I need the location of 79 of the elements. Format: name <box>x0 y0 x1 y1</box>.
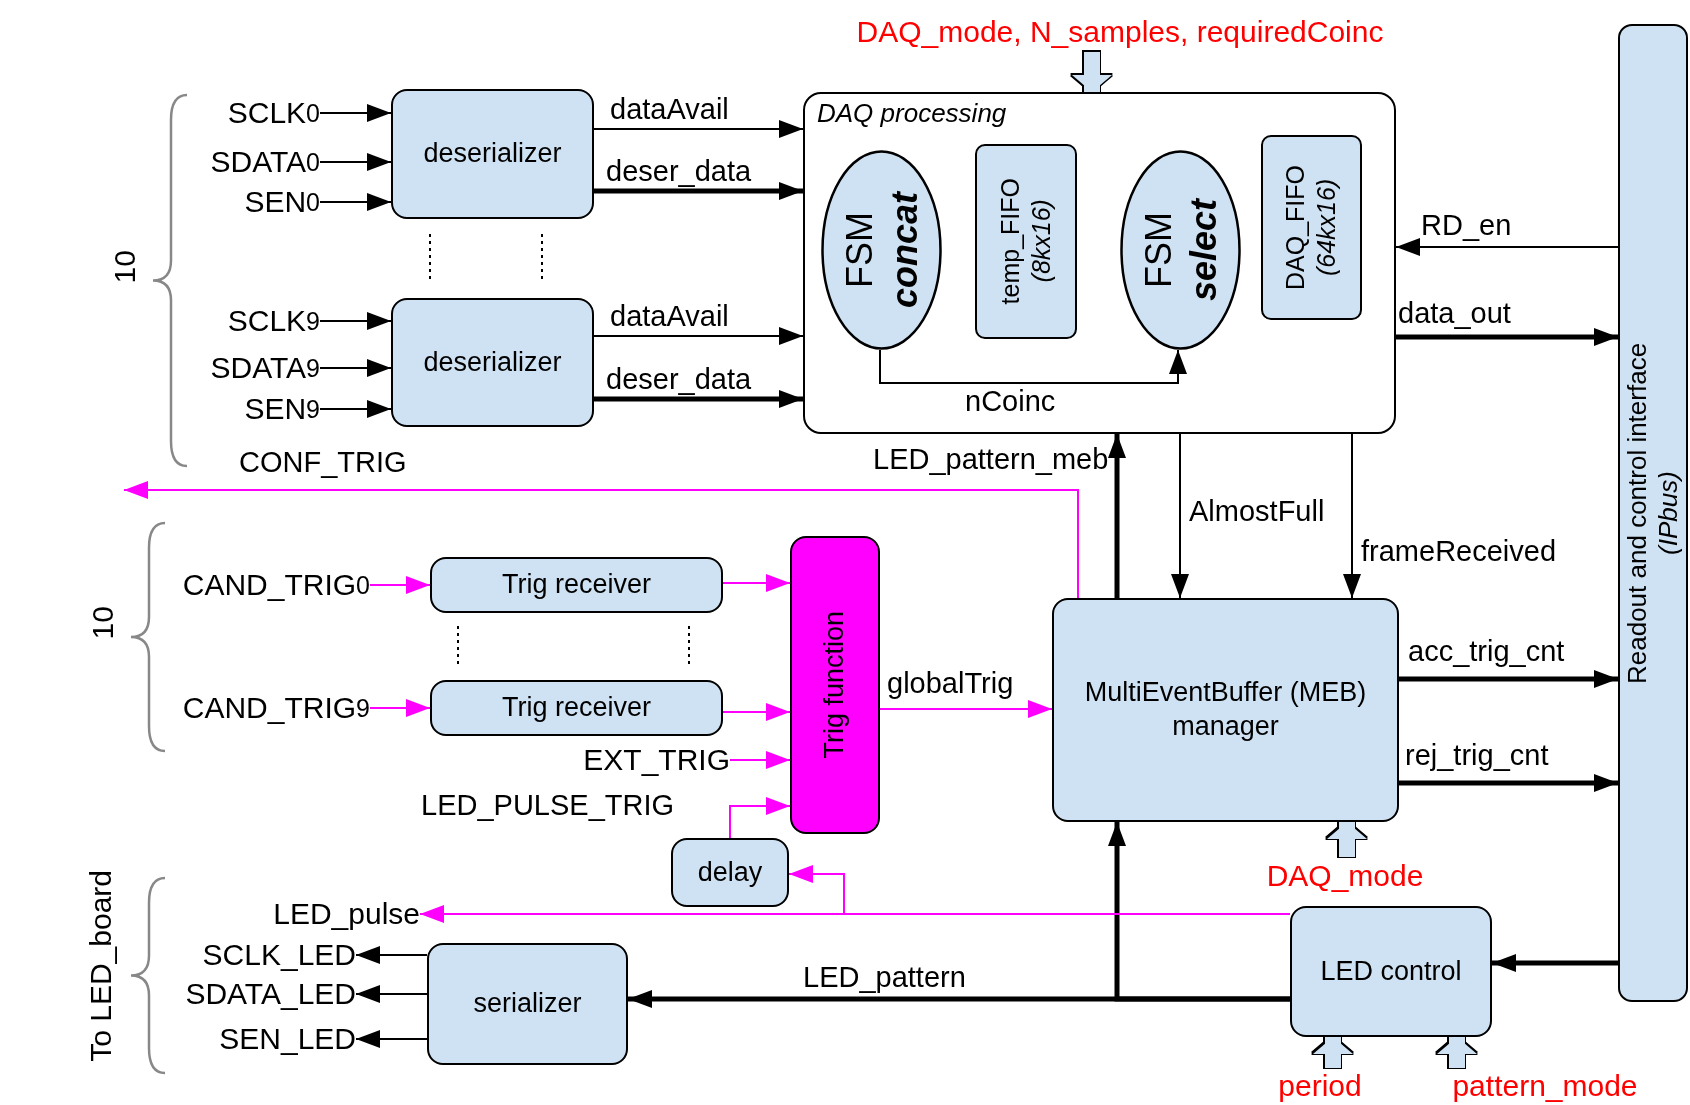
arrow <box>729 751 791 769</box>
parameter-label: DAQ_mode <box>1245 857 1445 895</box>
side-label: To LED_board <box>84 870 117 1062</box>
arrow <box>319 153 392 171</box>
arrow <box>1395 238 1619 256</box>
edge-label: globalTrig <box>887 668 1014 700</box>
signal-label: EXT_TRIG <box>550 741 730 779</box>
arrow <box>722 703 791 721</box>
arrow <box>319 104 392 122</box>
edge-label: LED_pattern_meb <box>873 444 1109 476</box>
process-box: Trig receiver <box>430 680 723 736</box>
signal-label: SCLK_LED <box>166 936 356 974</box>
arrow <box>1492 954 1618 972</box>
arrow <box>594 390 803 408</box>
arrow <box>722 574 791 592</box>
arrow <box>319 312 392 330</box>
arrow <box>355 946 428 964</box>
parameter-label: period <box>1265 1068 1375 1104</box>
arrow <box>1108 434 1126 598</box>
trigger-function-box: Trig function <box>790 536 880 834</box>
edge-label: LED_pattern <box>803 962 966 994</box>
edge-label: CONF_TRIG <box>239 447 407 479</box>
edge-label: frameReceived <box>1361 536 1557 568</box>
fifo-box: temp_FIFO (8kx16) <box>975 144 1077 339</box>
arrow <box>319 193 392 211</box>
arrow <box>879 349 1187 384</box>
process-box: serializer <box>427 943 628 1065</box>
edge-label: dataAvail <box>610 94 729 126</box>
count-label: 10 <box>86 606 119 640</box>
edge-label: RD_en <box>1421 210 1512 242</box>
edge-label: data_out <box>1398 298 1511 330</box>
signal-label: LED_pulse <box>230 895 420 933</box>
arrow <box>593 327 804 345</box>
arrow <box>123 481 1079 599</box>
edge-label: deser_data <box>606 364 752 396</box>
block-arrow <box>1327 822 1367 857</box>
arrow <box>369 576 431 594</box>
arrow <box>369 699 431 717</box>
edge-label: nCoinc <box>965 386 1056 418</box>
arrow <box>319 400 392 418</box>
edge-label: AlmostFull <box>1189 496 1325 528</box>
arrow <box>729 797 791 839</box>
block-arrow <box>1072 52 1112 92</box>
edge-label: deser_data <box>606 156 752 188</box>
edge-label: dataAvail <box>610 301 729 333</box>
arrow <box>1396 328 1618 346</box>
parameter-label: pattern_mode <box>1425 1068 1665 1104</box>
arrow <box>1343 433 1361 599</box>
arrow <box>355 985 428 1003</box>
block-arrow <box>1437 1037 1477 1068</box>
block-title: DAQ processing <box>817 98 1007 129</box>
processing-block <box>803 92 1396 434</box>
state-machine-ellipse: FSM select <box>1120 150 1241 350</box>
interface-bar: Readout and control interface (IPbus) <box>1618 24 1688 1002</box>
arrow <box>1108 822 1290 1002</box>
arrow <box>319 359 392 377</box>
arrow <box>1399 670 1618 688</box>
signal-label: SEN_LED <box>176 1020 356 1058</box>
process-box: Trig receiver <box>430 557 723 613</box>
arrow <box>1399 774 1618 792</box>
signal-label: SDATA_LED <box>136 975 356 1013</box>
arrow <box>355 1030 428 1048</box>
arrow <box>1171 433 1189 599</box>
process-box: MultiEventBuffer (MEB) manager <box>1052 598 1399 822</box>
edge-label: LED_PULSE_TRIG <box>421 790 675 822</box>
edge-label: rej_trig_cnt <box>1405 740 1549 772</box>
process-box: LED control <box>1290 906 1492 1037</box>
state-machine-ellipse: FSM concat <box>821 150 942 350</box>
edge-label: acc_trig_cnt <box>1408 636 1565 668</box>
process-box: deserializer <box>391 89 594 219</box>
count-label: 10 <box>108 250 141 284</box>
arrow <box>879 700 1053 718</box>
process-box: delay <box>671 838 789 907</box>
arrow <box>594 182 803 200</box>
process-box: deserializer <box>391 298 594 427</box>
block-arrow <box>1313 1037 1353 1068</box>
parameter-label: DAQ_mode, N_samples, requiredCoinc <box>800 12 1440 52</box>
fifo-box: DAQ_FIFO (64kx16) <box>1261 135 1362 320</box>
arrow <box>593 120 804 138</box>
